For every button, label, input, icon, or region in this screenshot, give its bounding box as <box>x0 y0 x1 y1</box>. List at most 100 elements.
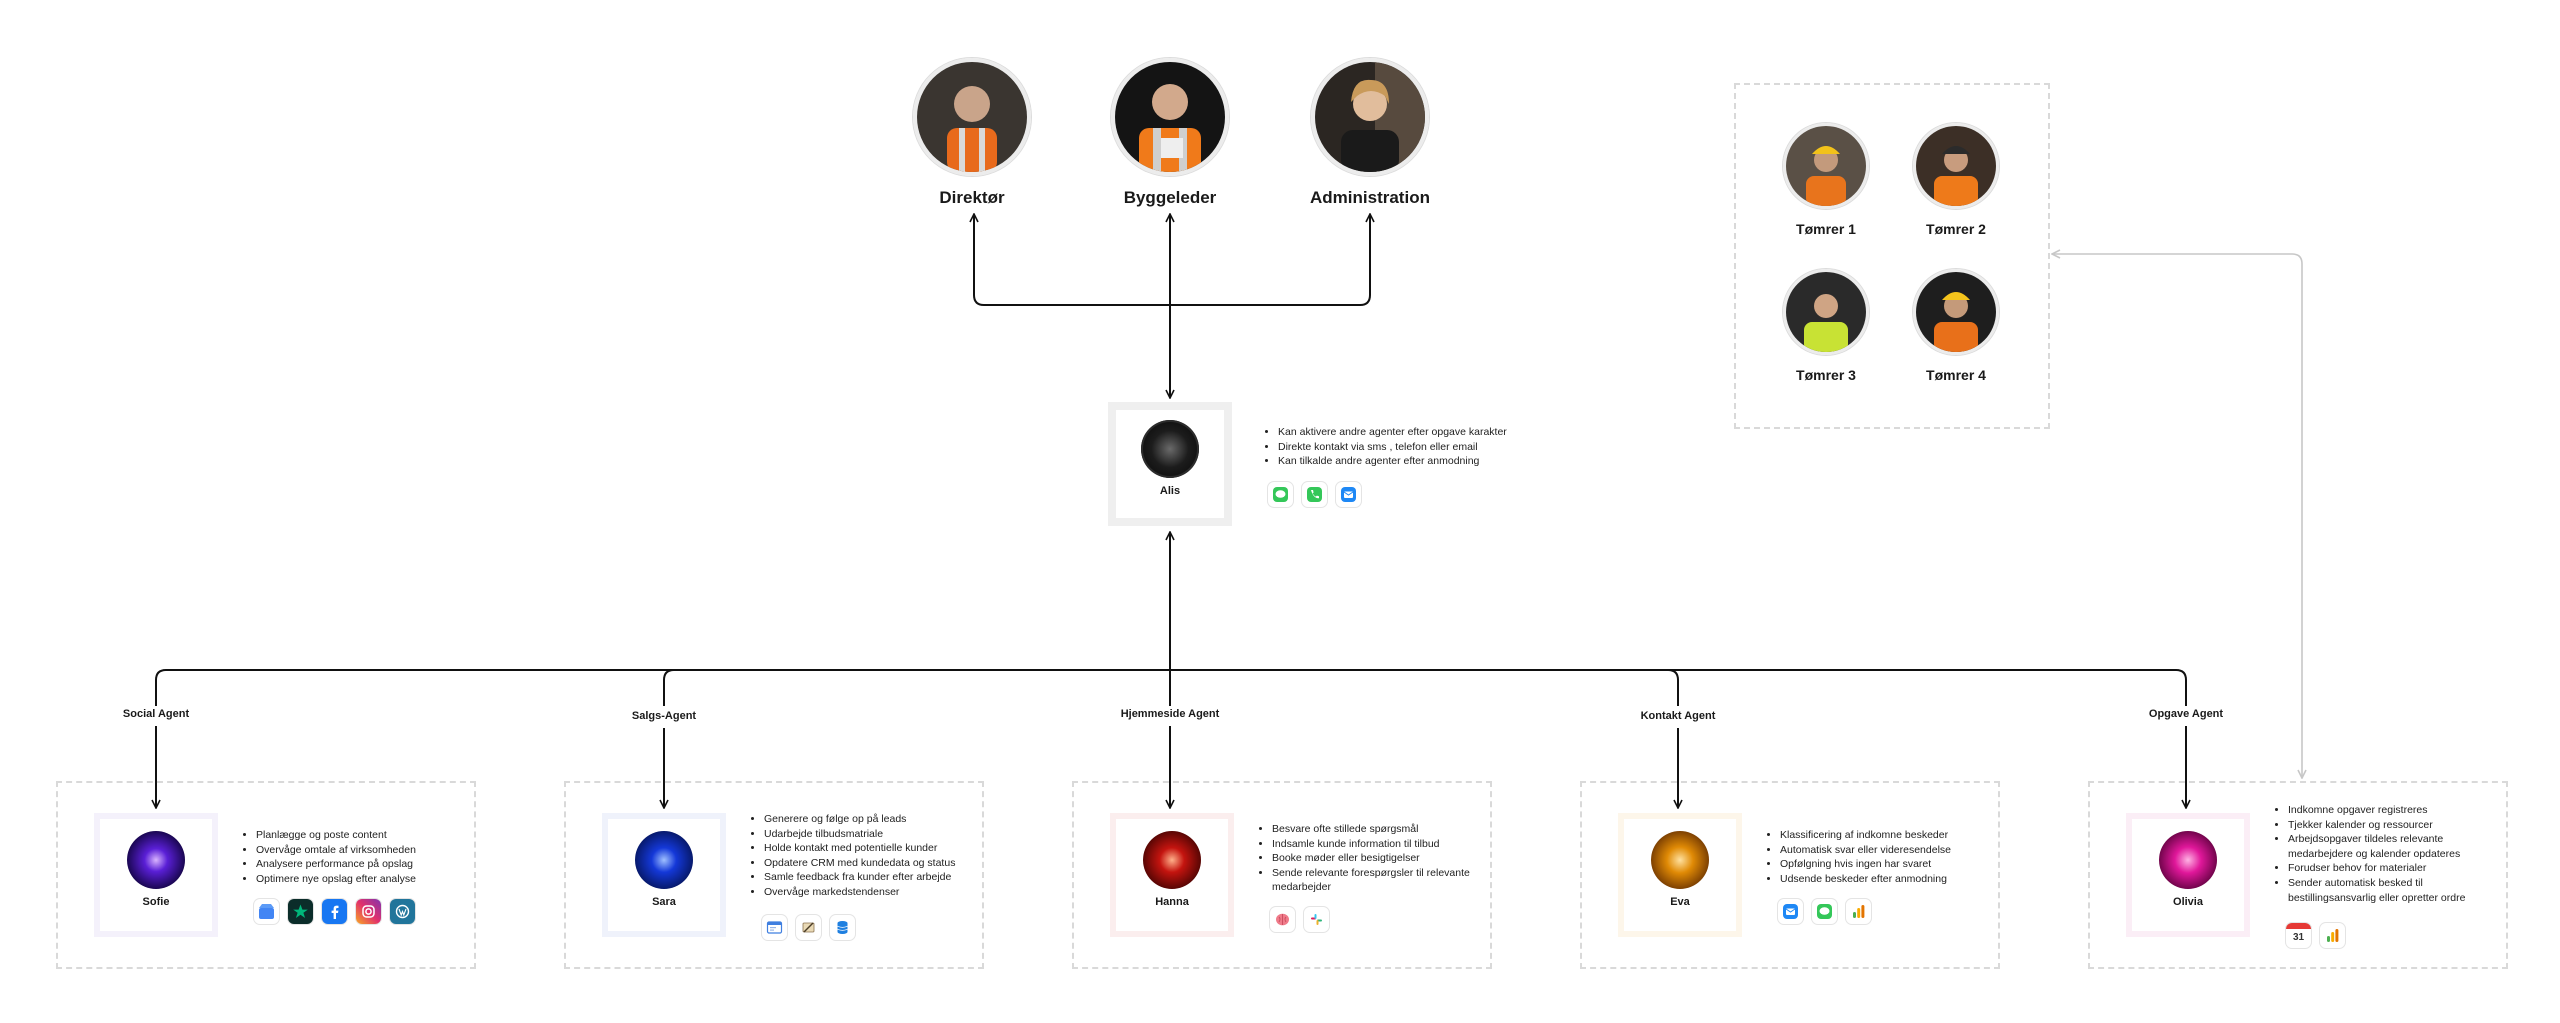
task-item: Sender automatisk besked til bestillings… <box>2288 876 2498 905</box>
task-item: Planlægge og poste content <box>256 828 416 843</box>
agent-label-opgave: Opgave Agent <box>2148 708 2224 720</box>
leader-direktor: Direktør <box>892 58 1052 208</box>
agent-orb-icon <box>2159 831 2217 889</box>
agent-name: Eva <box>1670 896 1690 908</box>
capability-item: Direkte kontakt via sms , telefon eller … <box>1278 440 1507 455</box>
bus-right <box>1170 669 2187 706</box>
agent-orb-icon <box>635 831 693 889</box>
task-item: Indkomne opgaver registreres <box>2288 803 2498 818</box>
agent-tasks: Generere og følge op på leads Udarbejde … <box>750 812 955 900</box>
agent-card-sara[interactable]: Sara <box>602 813 726 937</box>
agent-name: Hanna <box>1155 896 1189 908</box>
task-item: Overvåge markedstendenser <box>764 885 955 900</box>
crew-tomrer-3: Tømrer 3 <box>1766 269 1886 383</box>
analytics-icon <box>1846 899 1871 924</box>
crew-group: Tømrer 1 Tømrer 2 Tømrer 3 Tømrer 4 <box>1734 83 2050 429</box>
task-item: Forudser behov for materialer <box>2288 861 2498 876</box>
task-item: Udsende beskeder efter anmodning <box>1780 872 1951 887</box>
hub-agent-card[interactable]: Alis <box>1108 402 1232 526</box>
agent-tasks: Planlægge og poste content Overvåge omta… <box>242 828 416 886</box>
agent-panel-olivia: Olivia Indkomne opgaver registreres Tjek… <box>2088 781 2508 969</box>
agent-card-sofie[interactable]: Sofie <box>94 813 218 937</box>
task-item: Besvare ofte stillede spørgsmål <box>1272 822 1490 837</box>
messages-icon <box>1268 482 1293 507</box>
task-item: Udarbejde tilbudsmatriale <box>764 827 955 842</box>
analytics-icon <box>2320 923 2345 948</box>
task-item: Overvåge omtale af virksomheden <box>256 843 416 858</box>
agent-panel-sara: Sara Generere og følge op på leads Udarb… <box>564 781 984 969</box>
agent-card-eva[interactable]: Eva <box>1618 813 1742 937</box>
agent-orb-icon <box>127 831 185 889</box>
leader-name: Direktør <box>939 188 1005 207</box>
task-item: Samle feedback fra kunder efter arbejde <box>764 870 955 885</box>
agent-name: Sofie <box>142 896 170 908</box>
instagram-icon <box>356 899 381 924</box>
agent-card-olivia[interactable]: Olivia <box>2126 813 2250 937</box>
portrait-icon <box>913 58 1031 176</box>
crew-name: Tømrer 1 <box>1796 221 1856 237</box>
portrait-icon <box>1783 123 1869 209</box>
portrait-icon <box>1913 123 1999 209</box>
agent-orb-icon <box>1143 831 1201 889</box>
arrow-to-direktor <box>974 214 1170 306</box>
agent-label-salgs: Salgs-Agent <box>631 710 697 722</box>
database-icon <box>830 915 855 940</box>
bus-left <box>155 669 1170 706</box>
portrait-icon <box>1111 58 1229 176</box>
mail-icon <box>1778 899 1803 924</box>
drop-salgs <box>663 669 675 706</box>
trustpilot-icon <box>288 899 313 924</box>
mail-icon <box>1336 482 1361 507</box>
agent-tasks: Indkomne opgaver registreres Tjekker kal… <box>2274 803 2498 905</box>
agent-panel-eva: Eva Klassificering af indkomne beskeder … <box>1580 781 2000 969</box>
task-item: Opfølgning hvis ingen har svaret <box>1780 857 1951 872</box>
crew-tomrer-2: Tømrer 2 <box>1896 123 2016 237</box>
slack-icon <box>1304 907 1329 932</box>
google-business-icon <box>254 899 279 924</box>
agent-label-social: Social Agent <box>122 708 190 720</box>
task-item: Arbejdsopgaver tildeles relevante medarb… <box>2288 832 2498 861</box>
portrait-icon <box>1913 269 1999 355</box>
calendar-day: 31 <box>2292 932 2305 943</box>
phone-icon <box>1302 482 1327 507</box>
capability-item: Kan tilkalde andre agenter efter anmodni… <box>1278 454 1507 469</box>
facebook-icon <box>322 899 347 924</box>
portrait-icon <box>1311 58 1429 176</box>
drop-kontakt <box>1667 669 1679 706</box>
messages-icon <box>1812 899 1837 924</box>
crew-tomrer-4: Tømrer 4 <box>1896 269 2016 383</box>
agent-apps: 31 <box>2286 923 2345 948</box>
agent-apps <box>1270 907 1329 932</box>
task-item: Holde kontakt med potentielle kunder <box>764 841 955 856</box>
agent-card-hanna[interactable]: Hanna <box>1110 813 1234 937</box>
calendar-icon: 31 <box>2286 923 2311 948</box>
task-item: Analysere performance på opslag <box>256 857 416 872</box>
wordpress-icon <box>390 899 415 924</box>
task-item: Opdatere CRM med kundedata og status <box>764 856 955 871</box>
hub-capabilities: Kan aktivere andre agenter efter opgave … <box>1264 425 1507 469</box>
leader-administration: Administration <box>1290 58 1450 208</box>
hub-apps <box>1268 482 1361 507</box>
leader-name: Byggeleder <box>1123 188 1217 207</box>
quote-tool-icon <box>796 915 821 940</box>
hub-agent-name: Alis <box>1159 485 1181 497</box>
crew-tomrer-1: Tømrer 1 <box>1766 123 1886 237</box>
arrow-to-administration <box>1170 214 1370 306</box>
agent-panel-hanna: Hanna Besvare ofte stillede spørgsmål In… <box>1072 781 1492 969</box>
capability-item: Kan aktivere andre agenter efter opgave … <box>1278 425 1507 440</box>
agent-label-kontakt: Kontakt Agent <box>1640 710 1716 722</box>
agent-tasks: Klassificering af indkomne beskeder Auto… <box>1766 828 1951 886</box>
return-arrow-to-crew <box>2052 254 2303 560</box>
crew-name: Tømrer 2 <box>1926 221 1986 237</box>
task-item: Indsamle kunde information til tilbud <box>1272 837 1490 852</box>
portrait-icon <box>1783 269 1869 355</box>
agent-apps <box>1778 899 1871 924</box>
task-item: Klassificering af indkomne beskeder <box>1780 828 1951 843</box>
task-item: Sende relevante forespørgsler til releva… <box>1272 866 1490 895</box>
crew-name: Tømrer 3 <box>1796 367 1856 383</box>
ai-brain-icon <box>1270 907 1295 932</box>
leader-byggeleder: Byggeleder <box>1090 58 1250 208</box>
task-item: Automatisk svar eller videresendelse <box>1780 843 1951 858</box>
crm-icon <box>762 915 787 940</box>
